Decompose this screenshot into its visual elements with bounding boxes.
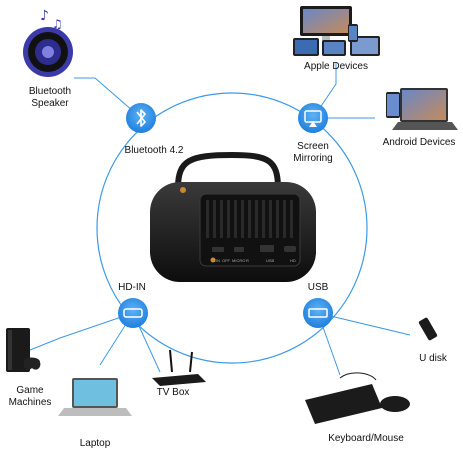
projector-image — [150, 151, 316, 282]
hdmi-in-label: HD-IN — [118, 282, 146, 293]
projector-port-label: MICRO — [232, 258, 245, 263]
screen-mirroring-node — [298, 103, 328, 133]
apple-devices-label: Apple Devices — [304, 61, 368, 72]
keyboard-mouse-label: Keyboard/Mouse — [328, 433, 404, 444]
hdmi-node — [118, 298, 148, 328]
hdmi-port-icon — [123, 308, 143, 318]
projector-port-label: ON — [214, 258, 220, 263]
tv-box-label: TV Box — [156, 387, 190, 398]
bluetooth-speaker-label-line2: Speaker — [31, 98, 69, 109]
projector-port-label: HD — [290, 258, 296, 263]
tv-box-image — [152, 349, 206, 386]
connection-ring — [96, 92, 368, 364]
u-disk-image — [418, 317, 438, 341]
game-machines-image — [6, 328, 41, 372]
laptop-label: Laptop — [79, 438, 111, 449]
bluetooth-speaker-label-line1: Bluetooth — [28, 86, 72, 97]
usb-port-icon — [308, 308, 328, 318]
svg-text:♫: ♫ — [52, 17, 63, 31]
projector-port-label: USB — [266, 258, 275, 263]
apple-devices-image — [293, 6, 380, 56]
bluetooth-node — [126, 103, 156, 133]
screen-mirroring-icon — [304, 110, 322, 127]
usb-label: USB — [307, 282, 329, 293]
projector-port-label: OFF — [222, 258, 231, 263]
bluetooth-icon — [136, 109, 146, 127]
laptop-image — [58, 378, 132, 416]
usb-node — [303, 298, 333, 328]
screen-mirroring-label-line1: Screen — [297, 141, 329, 152]
keyboard-mouse-image — [305, 372, 410, 424]
screen-mirroring-label: Screen Mirroring — [283, 141, 343, 165]
u-disk-label: U disk — [419, 353, 447, 364]
game-machines-label-line1: Game — [16, 385, 44, 396]
projector-port-label: R — [246, 258, 249, 263]
screen-mirroring-label-line2: Mirroring — [293, 153, 333, 164]
bluetooth-label: Bluetooth 4.2 — [124, 145, 184, 156]
game-machines-label-line2: Machines — [8, 397, 52, 408]
svg-text:♪: ♪ — [40, 8, 49, 24]
android-devices-image — [386, 88, 458, 130]
bluetooth-speaker-label: Bluetooth Speaker — [20, 86, 80, 110]
game-machines-label: Game Machines — [0, 385, 60, 409]
bluetooth-speaker-image: ♪ ♫ — [23, 8, 73, 77]
android-devices-label: Android Devices — [382, 137, 456, 148]
